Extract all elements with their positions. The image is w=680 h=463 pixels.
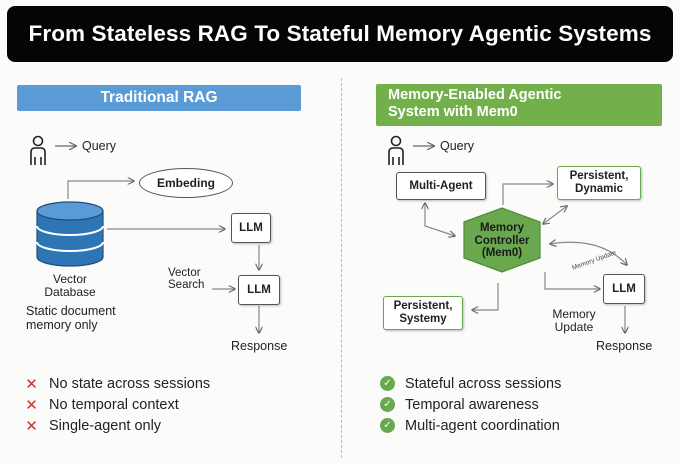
x-icon: ✕ [25, 396, 38, 414]
memory-update-line1: Memory [552, 307, 596, 321]
list-item-text: Single-agent only [49, 417, 162, 434]
memory-controller-line2: Controller [474, 234, 530, 247]
right-llm-box: LLM [603, 274, 645, 304]
persistent-dynamic-line2: Dynamic [575, 183, 623, 195]
database-icon [36, 201, 104, 267]
check-icon: ✓ [380, 376, 395, 391]
check-icon: ✓ [380, 418, 395, 433]
multi-agent-box: Multi-Agent [396, 172, 486, 200]
persistent-systemy-box: Persistent, Systemy [383, 296, 463, 330]
persistent-dynamic-box: Persistent, Dynamic [557, 166, 641, 200]
embedding-label: Embeding [156, 176, 215, 190]
static-memory-line1: Static document [26, 304, 116, 318]
static-memory-label: Static document memory only [26, 304, 116, 332]
persistent-systemy-line1: Persistent, [393, 300, 453, 312]
list-item: ✕ Single-agent only [24, 415, 210, 436]
list-item-text: Stateful across sessions [405, 375, 562, 392]
right-llm-label: LLM [612, 282, 636, 295]
list-item-text: Multi-agent coordination [405, 417, 560, 434]
user-icon [30, 135, 46, 165]
multi-agent-label: Multi-Agent [409, 179, 473, 192]
vector-database-line2: Database [44, 285, 96, 299]
memory-controller-line3: (Mem0) [481, 247, 523, 259]
page-title: From Stateless RAG To Stateful Memory Ag… [28, 21, 652, 46]
vector-search-line2: Search [168, 279, 205, 291]
left-query-label: Query [82, 139, 117, 153]
llm-top-label: LLM [239, 221, 263, 234]
x-icon: ✕ [25, 417, 38, 435]
persistent-systemy-line2: Systemy [399, 313, 447, 325]
vector-search-line1: Vector [168, 267, 201, 279]
llm-bottom-label: LLM [247, 283, 271, 296]
list-item: ✓ Stateful across sessions [380, 373, 561, 394]
memory-update-line2: Update [554, 320, 594, 334]
list-item: ✕ No temporal context [24, 394, 210, 415]
list-item-text: No temporal context [49, 396, 179, 413]
list-item-text: No state across sessions [49, 375, 211, 392]
list-item: ✓ Multi-agent coordination [380, 415, 561, 436]
vector-database-label: Vector Database [44, 273, 96, 299]
section-divider [341, 78, 342, 458]
vector-search-label: Vector Search [168, 267, 204, 291]
list-item-text: Temporal awareness [405, 396, 539, 413]
x-icon: ✕ [25, 375, 38, 393]
memory-controller-label: Memory Controller (Mem0) [462, 222, 542, 260]
memory-agentic-header-line1: Memory-Enabled Agentic [388, 87, 562, 103]
user-icon-right [388, 135, 404, 165]
traditional-rag-header: Traditional RAG [17, 85, 301, 111]
right-benefits-list: ✓ Stateful across sessions ✓ Temporal aw… [380, 373, 561, 436]
memory-agentic-header-line2: System with Mem0 [388, 104, 518, 120]
check-icon: ✓ [380, 397, 395, 412]
static-memory-line2: memory only [26, 318, 98, 332]
memory-controller-line1: Memory [479, 222, 525, 234]
llm-box-bottom: LLM [238, 275, 280, 305]
llm-box-top: LLM [231, 213, 271, 243]
memory-update-label: Memory Update [548, 308, 600, 334]
right-response-label: Response [596, 339, 653, 353]
vector-database-line1: Vector [52, 272, 88, 286]
embedding-node: Embeding [139, 168, 233, 198]
list-item: ✓ Temporal awareness [380, 394, 561, 415]
right-query-label: Query [440, 139, 475, 153]
list-item: ✕ No state across sessions [24, 373, 210, 394]
left-response-label: Response [231, 339, 288, 353]
memory-update-small-label: Memory Update [571, 249, 618, 272]
memory-agentic-header: Memory-Enabled Agentic System with Mem0 [376, 84, 662, 126]
left-limitations-list: ✕ No state across sessions ✕ No temporal… [24, 373, 210, 436]
title-bar: From Stateless RAG To Stateful Memory Ag… [7, 6, 673, 62]
persistent-dynamic-line1: Persistent, [569, 170, 629, 182]
